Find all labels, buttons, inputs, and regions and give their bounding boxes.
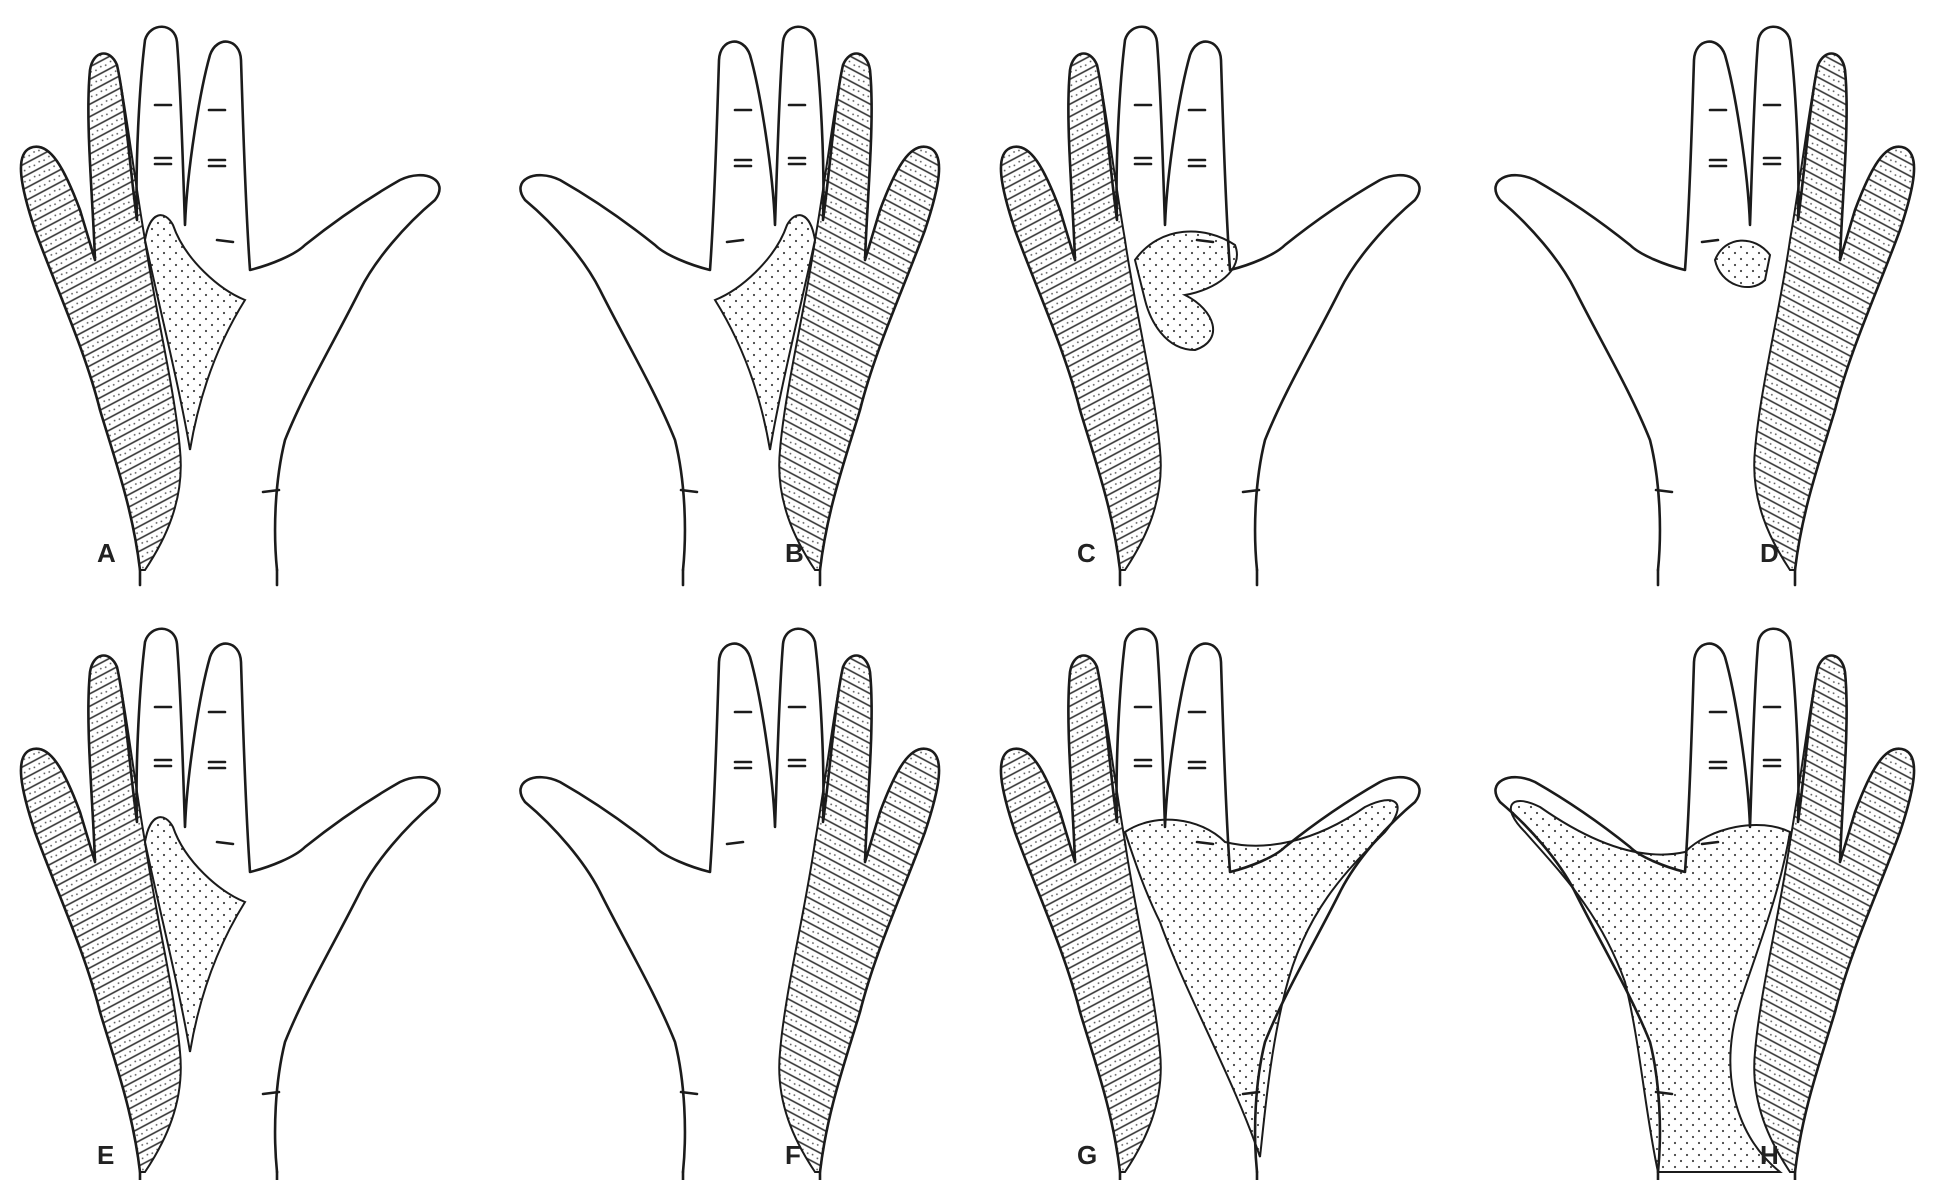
hand-drawing: [1001, 629, 1420, 1180]
hand-drawing: [520, 27, 939, 585]
panel-label: C: [1077, 538, 1096, 568]
panel-label: B: [785, 538, 804, 568]
hand-drawing: [1495, 629, 1914, 1180]
hand-drawing: [21, 27, 440, 585]
panel-d: D: [1495, 27, 1914, 585]
panel-e: E: [21, 629, 440, 1180]
panel-a: A: [21, 27, 440, 585]
panel-label: A: [97, 538, 116, 568]
panel-label: F: [785, 1140, 801, 1170]
panel-label: D: [1760, 538, 1779, 568]
hand-drawing: [21, 629, 440, 1180]
panel-f: F: [520, 629, 939, 1180]
panel-b: B: [520, 27, 939, 585]
panel-c: C: [1001, 27, 1420, 585]
hand-drawing: [1001, 27, 1420, 585]
panel-label: H: [1760, 1140, 1779, 1170]
panel-h: H: [1495, 629, 1914, 1180]
panel-g: G: [1001, 629, 1420, 1180]
panel-label: E: [97, 1140, 114, 1170]
panel-label: G: [1077, 1140, 1097, 1170]
hand-drawing: [1495, 27, 1914, 585]
hand-drawing: [520, 629, 939, 1180]
